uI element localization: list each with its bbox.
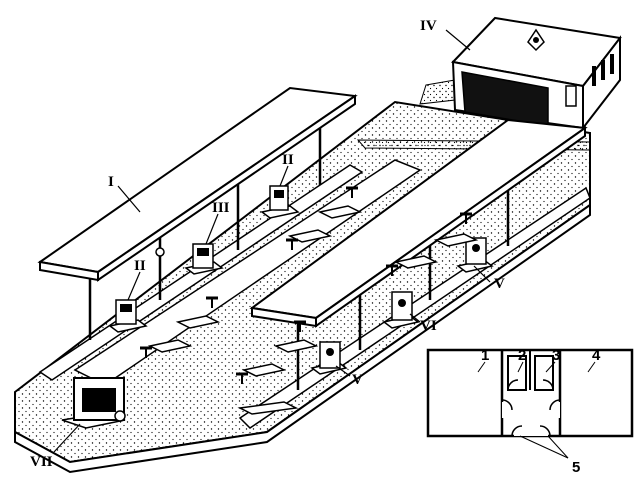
label-unit-vi: VI	[420, 318, 437, 334]
unit-vi	[382, 291, 420, 329]
plan-label-2: 2	[518, 347, 526, 364]
pavement-slabs	[147, 205, 479, 415]
roof-emblem-icon	[527, 28, 545, 52]
label-unit-ii-lower: II	[134, 258, 146, 274]
floor-plan-inset: 1 2 3 4 5	[426, 347, 634, 476]
label-unit-v-lower: V	[352, 372, 363, 388]
canopy-right	[249, 118, 588, 390]
plan-label-1: 1	[481, 347, 489, 364]
plan-label-3: 3	[552, 347, 560, 364]
label-unit-vii: VII	[30, 454, 53, 470]
unit-vii	[61, 377, 126, 429]
window-icon	[601, 60, 605, 80]
label-canopy-i: I	[108, 174, 114, 190]
label-unit-iii: III	[212, 200, 230, 216]
pegs	[140, 186, 472, 384]
door-icon	[565, 85, 577, 107]
canopy-left	[37, 86, 358, 340]
unit-v-upper	[456, 237, 494, 273]
label-unit-v-upper: V	[494, 276, 505, 292]
unit-iii	[184, 243, 224, 275]
unit-ii-upper	[260, 185, 300, 219]
leader-lines	[53, 29, 491, 453]
window-icon	[592, 66, 596, 86]
window-icon	[610, 54, 614, 74]
plan-label-5: 5	[572, 459, 580, 476]
label-unit-ii-upper: II	[282, 152, 294, 168]
unit-v-lower	[310, 341, 348, 375]
callout-labels: I II III II IV V VI V VII	[30, 18, 505, 470]
plan-label-4: 4	[592, 347, 601, 364]
unit-ii-lower	[108, 299, 148, 333]
building-iv	[450, 16, 622, 131]
label-building-iv: IV	[420, 18, 437, 34]
